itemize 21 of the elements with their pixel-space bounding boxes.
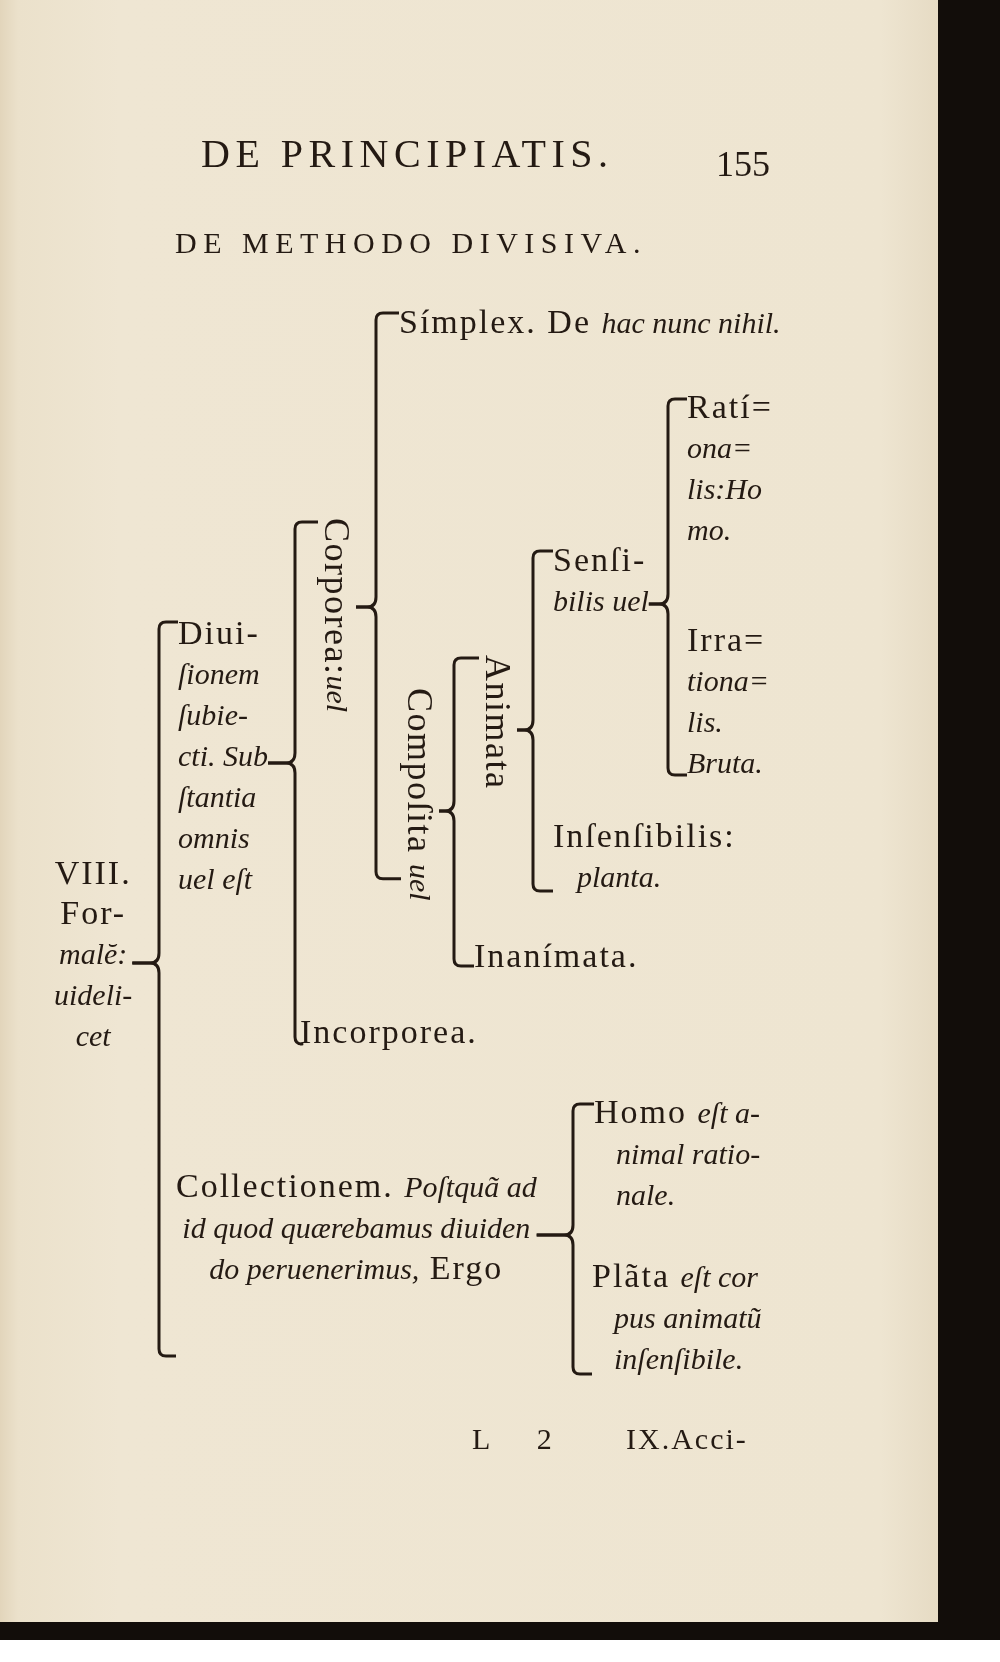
division-term: Senſi- bilis uel [553,540,649,619]
explanatory-text: Collectionem. Poſtquã ad id quod quærebamus diuiden do peruenerimus, Ergo [176,1166,537,1288]
division-term: Incorporea. [300,1012,478,1052]
section-heading: DE METHODO DIVISIVA. [175,228,647,258]
signature-mark: L 2 [472,1424,554,1454]
division-term: VIII. For- malĕ: uideli- cet [54,853,133,1054]
example-statement: Homo eſt a- nimal ratio- nale. [594,1092,761,1213]
division-term: Ratí= ona= lis:Ho mo. [687,387,773,548]
division-term: Compoſita uel [401,688,439,901]
division-term: Animata [479,655,517,790]
page-number: 155 [716,146,770,182]
division-term: Irra= tiona= lis. Bruta. [687,620,769,781]
division-term: Inſenſibilis: planta. [553,816,736,895]
division-term: Símplex. De hac nunc nihil. [399,302,781,342]
running-head: DE PRINCIPIATIS. [201,134,614,174]
catchword: IX.Acci- [626,1424,748,1454]
bracket-line [268,761,304,1046]
example-statement: Plãta eſt cor pus animatũ inſenſibile. [592,1256,762,1377]
division-term: Inanímata. [474,936,639,976]
division-term: Corporea:uel [318,518,356,713]
division-term: Diui- ſionem ſubie- cti. Sub ſtantia omnis uel eſt [178,613,268,897]
